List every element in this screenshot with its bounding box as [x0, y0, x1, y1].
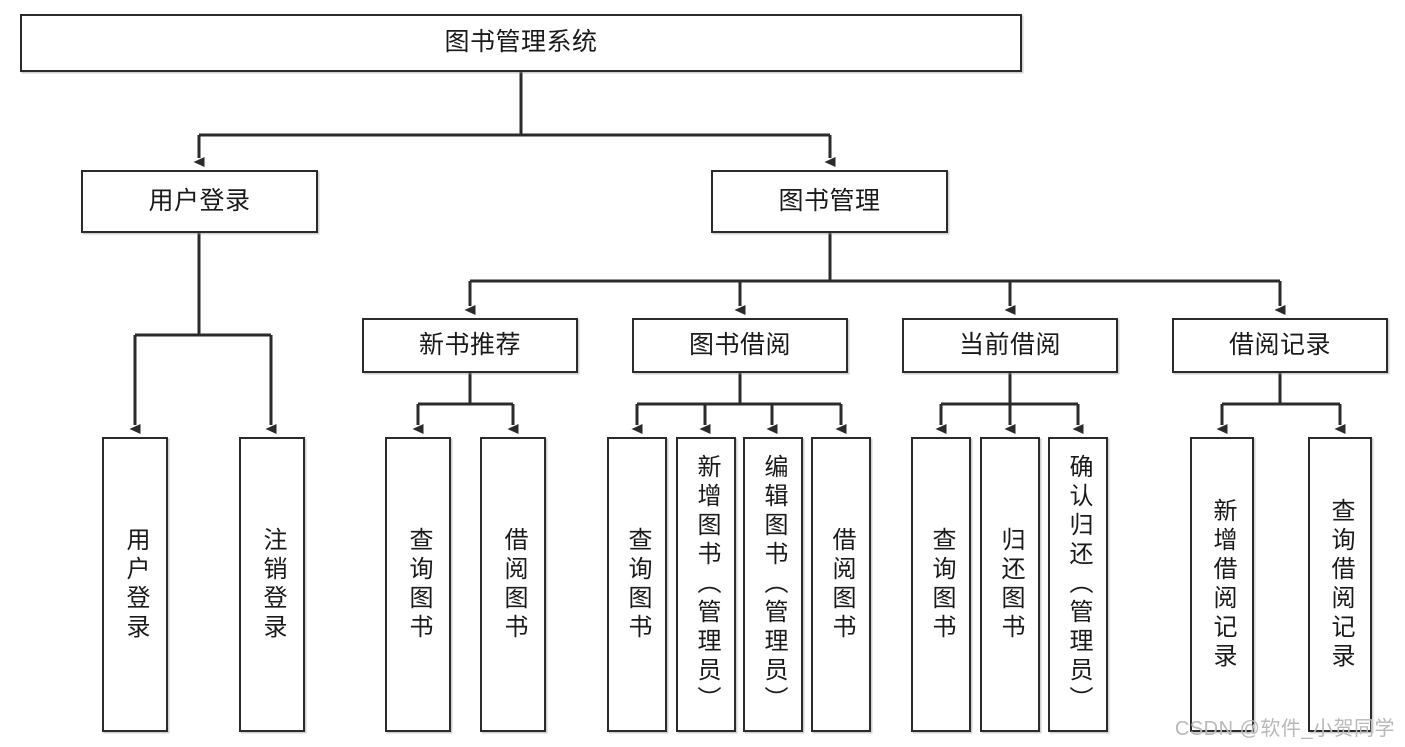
node-label: 查询借阅记录 — [1327, 497, 1354, 672]
leaf-query-book-borrow[interactable]: 查询图书 — [607, 437, 667, 732]
node-label: 查询图书 — [405, 526, 432, 643]
leaf-edit-book-admin[interactable]: 编辑图书（管理员） — [743, 437, 803, 732]
leaf-return-book[interactable]: 归还图书 — [980, 437, 1040, 732]
node-label: 新增借阅记录 — [1209, 497, 1236, 672]
node-label: 借阅图书 — [828, 526, 855, 643]
node-label: 图书管理系统 — [444, 28, 598, 57]
leaf-query-borrow-record[interactable]: 查询借阅记录 — [1308, 437, 1372, 732]
node-label: 图书借阅 — [688, 330, 791, 359]
node-label: 用户登录 — [148, 186, 251, 215]
leaf-confirm-return-admin[interactable]: 确认归还（管理员） — [1048, 437, 1108, 732]
node-book-borrow[interactable]: 图书借阅 — [632, 318, 848, 373]
node-label: 借阅图书 — [500, 526, 527, 643]
leaf-borrow-book-recommend[interactable]: 借阅图书 — [480, 437, 546, 732]
leaf-user-login[interactable]: 用户登录 — [102, 437, 168, 732]
node-label: 新书推荐 — [418, 330, 521, 359]
node-borrow-records[interactable]: 借阅记录 — [1172, 318, 1388, 373]
node-label: 当前借阅 — [958, 330, 1061, 359]
node-label: 查询图书 — [928, 526, 955, 643]
node-label: 确认归还（管理员） — [1065, 454, 1092, 715]
node-current-borrow[interactable]: 当前借阅 — [902, 318, 1118, 373]
csdn-watermark: CSDN @软件_小贺同学 — [1174, 718, 1395, 740]
leaf-add-book-admin[interactable]: 新增图书（管理员） — [676, 437, 736, 732]
node-label: 借阅记录 — [1228, 330, 1331, 359]
node-new-book-recommend[interactable]: 新书推荐 — [362, 318, 578, 373]
node-user-login[interactable]: 用户登录 — [81, 170, 318, 233]
node-label: 归还图书 — [997, 526, 1024, 643]
leaf-add-borrow-record[interactable]: 新增借阅记录 — [1190, 437, 1254, 732]
node-root-system[interactable]: 图书管理系统 — [20, 14, 1022, 72]
leaf-borrow-book[interactable]: 借阅图书 — [811, 437, 871, 732]
node-book-management[interactable]: 图书管理 — [711, 170, 948, 233]
node-label: 用户登录 — [122, 526, 149, 643]
leaf-logout[interactable]: 注销登录 — [239, 437, 305, 732]
node-label: 图书管理 — [778, 186, 881, 215]
node-label: 编辑图书（管理员） — [760, 454, 787, 715]
node-label: 注销登录 — [259, 526, 286, 643]
node-label: 查询图书 — [624, 526, 651, 643]
node-label: 新增图书（管理员） — [693, 454, 720, 715]
leaf-query-book-current[interactable]: 查询图书 — [911, 437, 971, 732]
leaf-query-book-recommend[interactable]: 查询图书 — [385, 437, 451, 732]
